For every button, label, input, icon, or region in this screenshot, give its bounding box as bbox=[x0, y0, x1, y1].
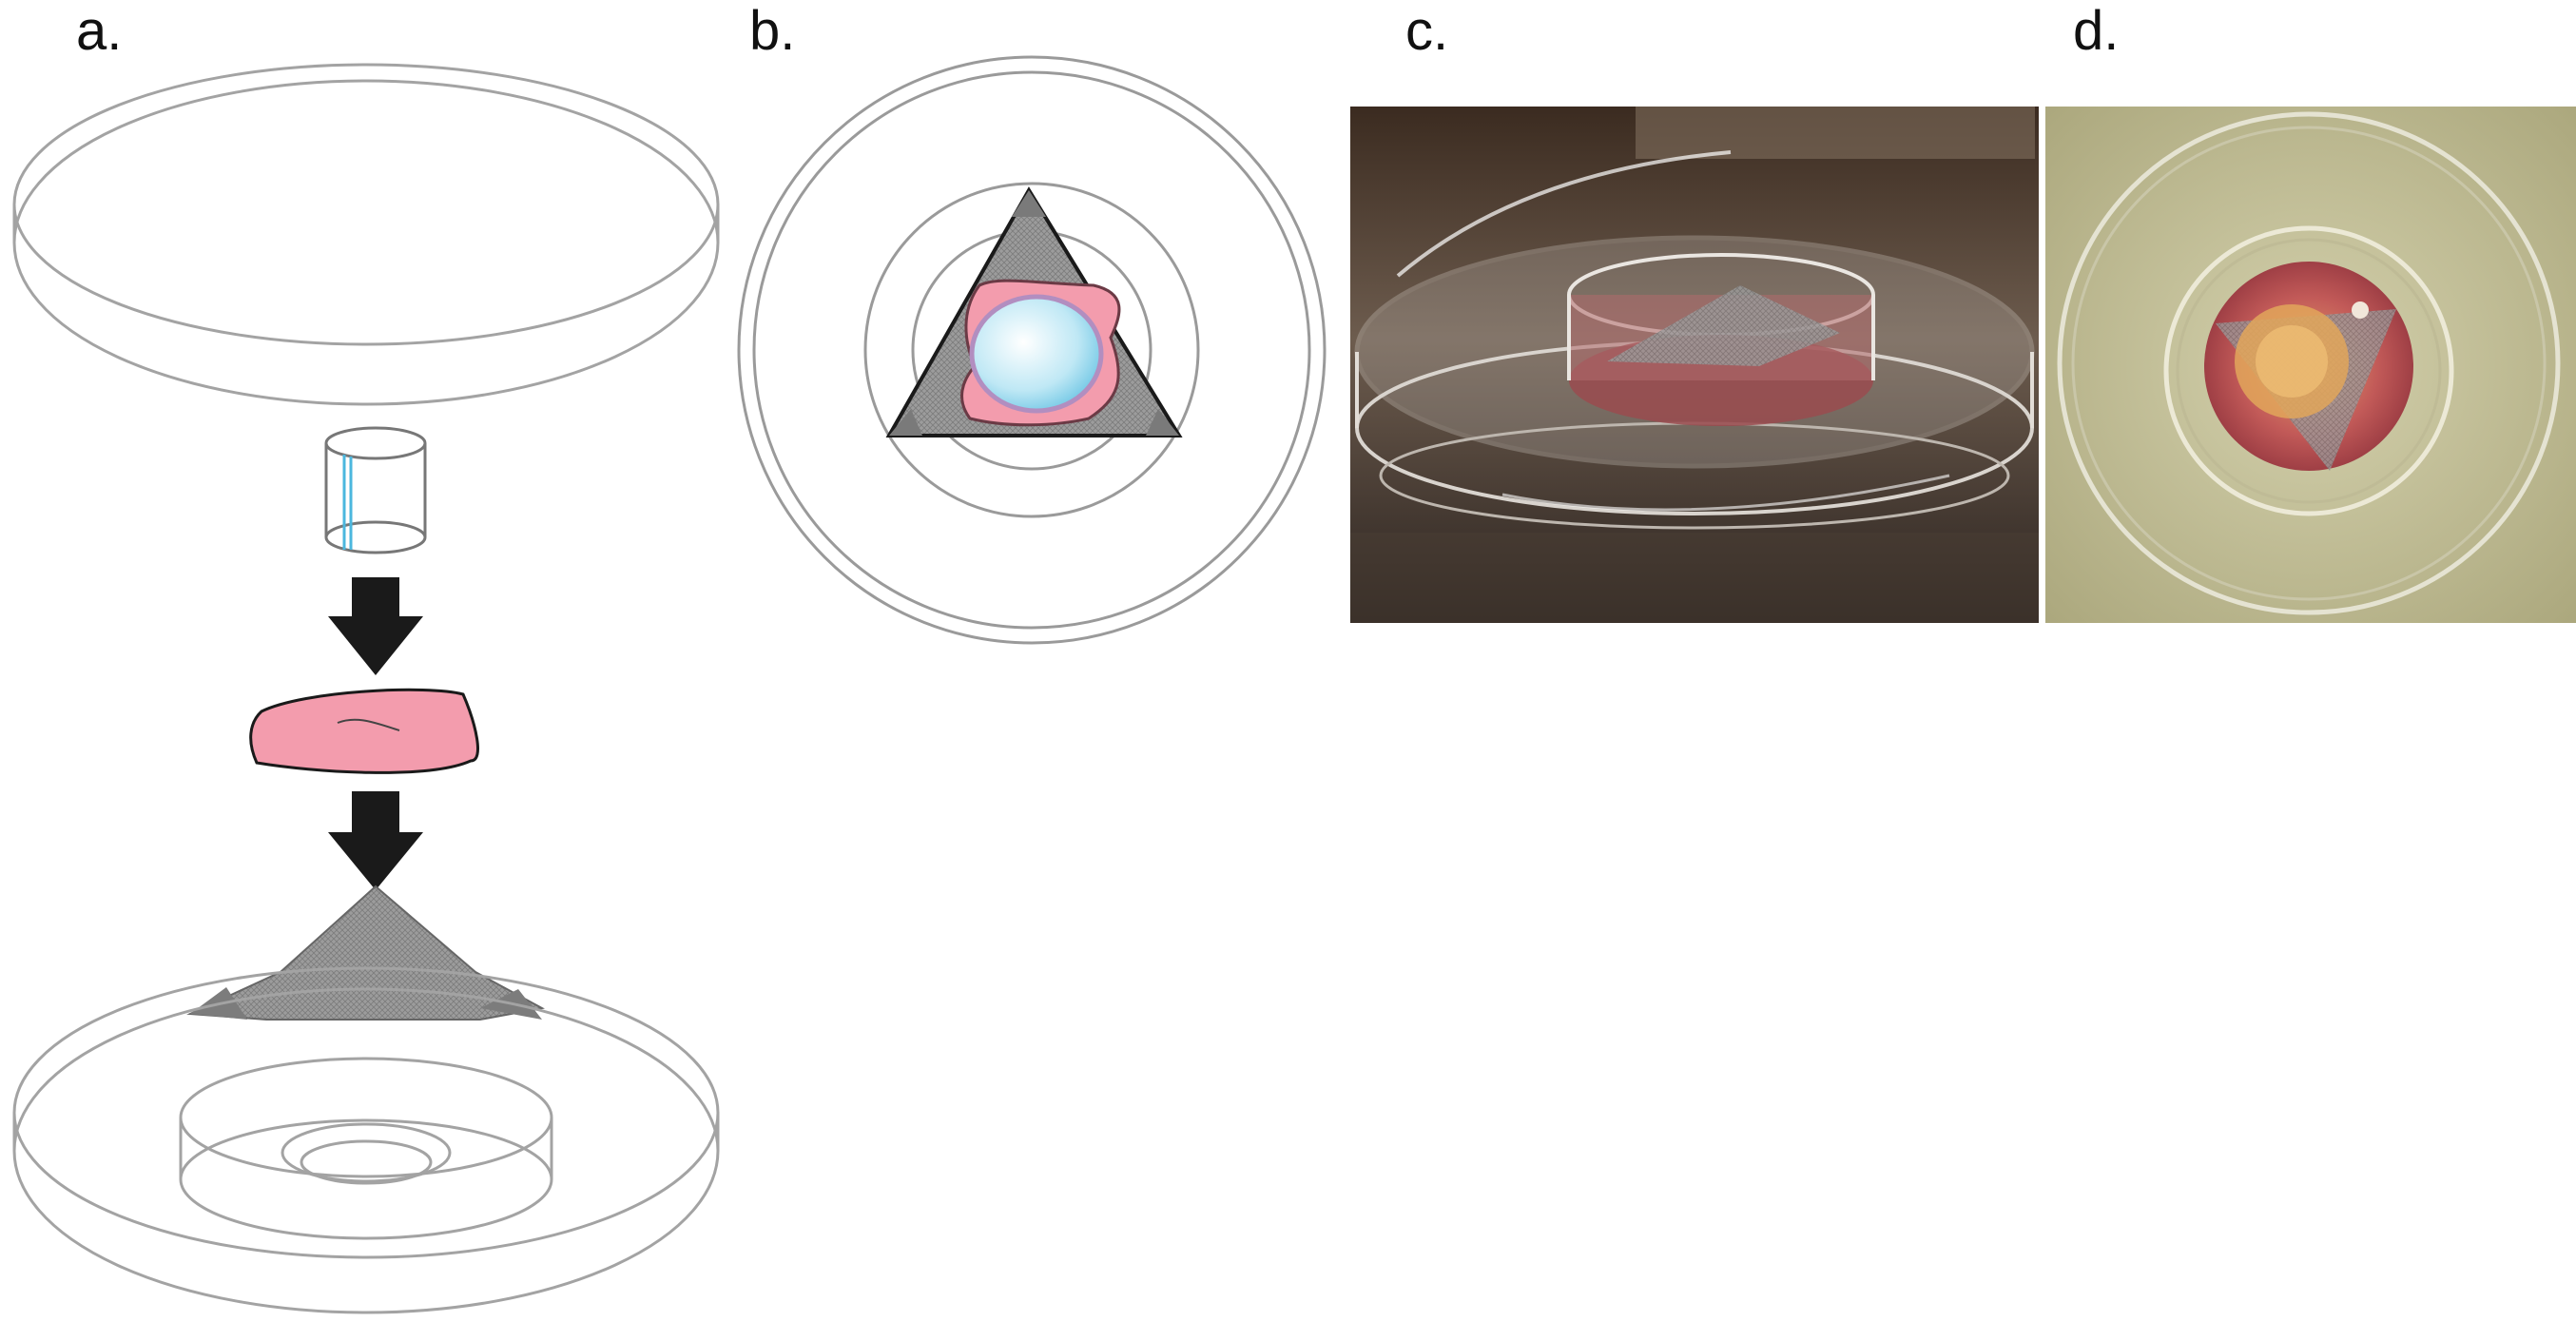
cloning-cylinder bbox=[324, 426, 427, 554]
dish-rings bbox=[737, 55, 1327, 645]
down-arrow-icon bbox=[328, 577, 423, 675]
panel-label-b: b. bbox=[749, 0, 796, 62]
panel-b-diagram bbox=[737, 55, 1327, 645]
dish-lid bbox=[12, 63, 720, 406]
panel-label-d: d. bbox=[2073, 0, 2120, 62]
panel-label-a: a. bbox=[76, 0, 123, 62]
panel-a-diagram bbox=[12, 63, 720, 554]
panel-label-c: c. bbox=[1405, 0, 1449, 62]
tissue-sample bbox=[249, 688, 479, 774]
panel-c-photo bbox=[1350, 107, 2039, 623]
cornea-lens bbox=[969, 294, 1104, 414]
culture-dish-base bbox=[12, 966, 720, 1314]
down-arrow-icon bbox=[328, 791, 423, 890]
panel-d-photo bbox=[2045, 107, 2576, 623]
